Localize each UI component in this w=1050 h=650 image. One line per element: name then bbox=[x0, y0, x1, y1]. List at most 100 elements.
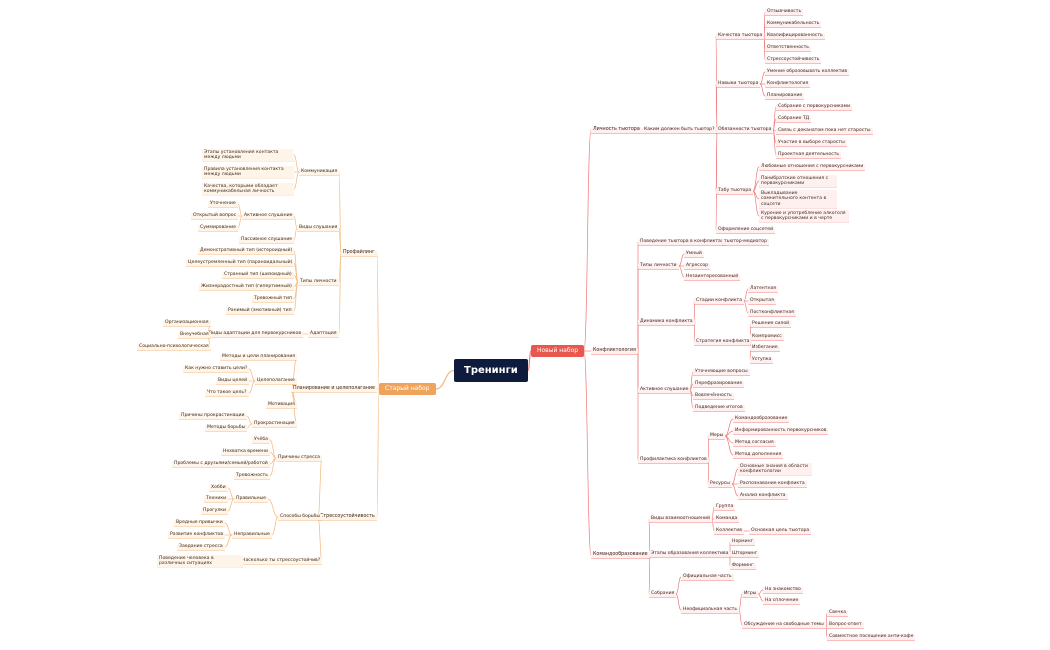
node-коммуникабельность[interactable]: Коммуникабельность bbox=[765, 20, 822, 28]
node-обязанности-тьютора[interactable]: Обязанности тьютора bbox=[716, 126, 774, 134]
node-этапы-установления-контакта-между-людьми[interactable]: Этапы установления контакта между людьми bbox=[202, 149, 294, 162]
node-перефразирование[interactable]: Перефразирование bbox=[693, 380, 745, 388]
node-постконфликтная[interactable]: Постконфликтная bbox=[748, 309, 796, 317]
node-норминг[interactable]: Норминг bbox=[730, 538, 756, 546]
node-качества-которыми-обладает-коммуникабель[interactable]: Качества, которыми обладает коммуникабел… bbox=[202, 183, 294, 196]
node-правила-установления-контакта-между-людь[interactable]: Правила установления контакта между людь… bbox=[202, 166, 294, 179]
node-учёба[interactable]: Учёба bbox=[252, 436, 270, 444]
node-стрессоустойчивость[interactable]: Стрессоустойчивость bbox=[765, 56, 822, 64]
node-стратегия-конфликта[interactable]: Стратегия конфликта bbox=[694, 338, 752, 346]
node-заедание-стресса[interactable]: Заедание стресса bbox=[177, 543, 225, 551]
node-обсуждение-на-свободные-темы[interactable]: Обсуждение на свободные темы bbox=[742, 621, 826, 629]
node-виды-взаимоотношений[interactable]: Виды взаимоотношений bbox=[649, 515, 712, 523]
node-агрессор[interactable]: Агрессор bbox=[684, 262, 711, 270]
node-официальная-часть[interactable]: Официальная часть bbox=[681, 573, 734, 581]
node-выкладывание-сомнительного-контента-в-со[interactable]: Выкладывание сомнительного контента в со… bbox=[759, 190, 837, 208]
node-форминг[interactable]: Форминг bbox=[730, 562, 756, 570]
node-социально-психологическая[interactable]: Социально-психологическая bbox=[137, 343, 211, 351]
node-методы-борьбы[interactable]: Методы борьбы bbox=[205, 424, 248, 432]
node-динамика-конфликта[interactable]: Динамика конфликта bbox=[638, 318, 695, 326]
node-уступка[interactable]: Уступка bbox=[750, 356, 774, 364]
node-латентная[interactable]: Латентная bbox=[748, 285, 779, 293]
root-node[interactable]: Тренинги bbox=[454, 359, 528, 382]
node-ответственность[interactable]: Ответственность bbox=[765, 44, 811, 52]
node-профайлинг[interactable]: Профайлинг bbox=[341, 249, 377, 257]
node-связь-с-деканатом-пока-нет-старосты[interactable]: Связь с деканатом пока нет старосты bbox=[776, 127, 873, 135]
node-профилактика-конфликтов[interactable]: Профилактика конфликтов bbox=[638, 456, 709, 464]
node-тревожность[interactable]: Тревожность bbox=[234, 472, 270, 480]
node-качества-тьютора[interactable]: Качества тьютора bbox=[716, 32, 765, 40]
node-типы-личности[interactable]: Типы личности bbox=[638, 262, 679, 270]
node-прогулки[interactable]: Прогулки bbox=[201, 507, 229, 515]
node-открытый-вопрос[interactable]: Открытый вопрос bbox=[191, 212, 239, 220]
node-коллектив[interactable]: Коллектив bbox=[714, 527, 744, 535]
node-адаптация[interactable]: Адаптация bbox=[308, 330, 339, 338]
node-типы-личности[interactable]: Типы личности bbox=[298, 278, 339, 286]
node-навыки-тьютора[interactable]: Навыки тьютора bbox=[716, 80, 761, 88]
node-открытая[interactable]: Открытая bbox=[748, 297, 776, 305]
node-проблемы-с-друзьями-семьей-работой[interactable]: Проблемы с друзьями/семьей/работой bbox=[172, 460, 270, 468]
node-нехватка-времени[interactable]: Нехватка времени bbox=[221, 448, 270, 456]
node-метод-дополнения[interactable]: Метод дополнения bbox=[733, 451, 784, 459]
node-ресурсы[interactable]: Ресурсы bbox=[708, 480, 732, 488]
node-причины-прокрастинации[interactable]: Причины прокрастинации bbox=[179, 412, 247, 420]
node-командообразование[interactable]: Командообразование bbox=[733, 415, 790, 423]
node-умение-образовывать-коллектив[interactable]: Умение образовывать коллектив bbox=[765, 68, 850, 76]
node-распознавание-конфликта[interactable]: Распознавание конфликта bbox=[738, 480, 807, 488]
node-основная-цель-тьютора[interactable]: Основная цель тьютора bbox=[749, 527, 812, 535]
node-основные-знания-в-области-конфликтологии[interactable]: Основные знания в области конфликтологии bbox=[738, 463, 812, 476]
node-участие-в-выборе-старосты[interactable]: Участие в выборе старосты bbox=[776, 139, 847, 147]
node-избегание[interactable]: Избегание bbox=[750, 344, 780, 352]
node-свечка[interactable]: Свечка bbox=[827, 609, 849, 617]
node-виды-слушания[interactable]: Виды слушания bbox=[297, 224, 340, 232]
node-квалифицированность[interactable]: Квалифицированность bbox=[765, 32, 825, 40]
node-стрессоустойчивость[interactable]: Стрессоустойчивость bbox=[318, 513, 377, 521]
node-жизнерадостный-тип-гипертимный[interactable]: Жизнерадостный тип (гипертимный) bbox=[199, 283, 294, 291]
node-внеучебная[interactable]: Внеучебная bbox=[178, 331, 211, 339]
node-развитие-конфликтов[interactable]: Развитие конфликтов bbox=[168, 531, 226, 539]
node-целеполагание[interactable]: Целеполагание bbox=[255, 377, 297, 385]
node-целеустремленный-тип-параноидальный[interactable]: Целеустремленный тип (параноидальный) bbox=[186, 259, 295, 267]
node-конфликтология[interactable]: Конфликтология bbox=[591, 347, 638, 355]
node-планирование-и-целеполагание[interactable]: Планирование и целеполагание bbox=[291, 385, 377, 393]
node-команда[interactable]: Команда bbox=[714, 515, 740, 523]
node-как-нужно-ставить-цели[interactable]: Как нужно ставить цели? bbox=[183, 365, 250, 373]
node-тревожный-тип[interactable]: Тревожный тип bbox=[252, 295, 294, 303]
node-собрание-тд[interactable]: Собрание ТД bbox=[776, 115, 812, 123]
node-на-знакомство[interactable]: На знакомство bbox=[763, 586, 803, 594]
node-любовные-отношения-с-первокурсниками[interactable]: Любовные отношения с первокурсниками bbox=[759, 163, 866, 171]
node-способы-борьбы[interactable]: Способы борьбы bbox=[278, 513, 323, 521]
node-тьютор-медиатор[interactable]: тьютор-медиатор bbox=[722, 238, 769, 246]
node-незаинтересованный[interactable]: Незаинтересованный bbox=[684, 273, 741, 281]
node-причины-стресса[interactable]: Причины стресса bbox=[276, 454, 322, 462]
node-проектная-деятельность[interactable]: Проектная деятельность bbox=[776, 151, 842, 159]
node-вредные-привычки[interactable]: Вредные привычки bbox=[174, 519, 225, 527]
node-шторминг[interactable]: Шторминг bbox=[730, 550, 760, 558]
node-вопрос-ответ[interactable]: Вопрос-ответ bbox=[827, 621, 864, 629]
node-поведение-человека-в-различных-ситуациях[interactable]: Поведение человека в различных ситуациях bbox=[157, 555, 243, 568]
node-этапы-образования-коллектива[interactable]: Этапы образования коллектива bbox=[649, 550, 731, 558]
node-что-такое-цель[interactable]: Что такое цель? bbox=[205, 389, 249, 397]
node-стадии-конфликта[interactable]: Стадии конфликта bbox=[694, 297, 745, 305]
node-конфликтология[interactable]: Конфликтология bbox=[765, 80, 811, 88]
node-совместное-посещение-анти-кафе[interactable]: Совместное посещение анти-кафе bbox=[827, 633, 916, 641]
node-на-сплочение[interactable]: На сплочение bbox=[763, 597, 801, 605]
node-мотивация[interactable]: Мотивация bbox=[266, 401, 297, 409]
node-уточняющие-вопросы[interactable]: Уточняющие вопросы bbox=[693, 368, 750, 376]
node-методы-и-цели-планирования[interactable]: Методы и цели планирования bbox=[220, 353, 298, 361]
node-информированность-первокурсников[interactable]: Информированность первокурсников bbox=[733, 427, 829, 435]
node-правильные[interactable]: Правильные bbox=[234, 495, 268, 503]
node-отзывчивость[interactable]: Отзывчивость bbox=[765, 8, 804, 16]
node-панибратские-отношения-с-первокурсниками[interactable]: Панибратские отношения с первокурсниками bbox=[759, 175, 837, 188]
node-планирование[interactable]: Планирование bbox=[765, 92, 805, 100]
node-вовлечённость[interactable]: Вовлечённость bbox=[693, 392, 734, 400]
node-виды-адаптации-для-первокурсников[interactable]: Виды адаптации для первокурсников bbox=[207, 330, 304, 338]
node-демонстративный-тип-истероидный[interactable]: Демонстративный тип (истероидный) bbox=[198, 247, 295, 255]
node-компромисс[interactable]: Компромисс bbox=[750, 333, 784, 341]
node-каким-должен-быть-тьютор[interactable]: Каким должен быть тьютор? bbox=[642, 126, 717, 134]
node-игры[interactable]: Игры bbox=[742, 590, 759, 598]
node-насколько-ты-стрессоустойчив[interactable]: Насколько ты стрессоустойчив? bbox=[240, 557, 323, 565]
node-прокрастинация[interactable]: Прокрастинация bbox=[252, 420, 297, 428]
node-табу-тьютора[interactable]: Табу тьютора bbox=[716, 187, 754, 195]
